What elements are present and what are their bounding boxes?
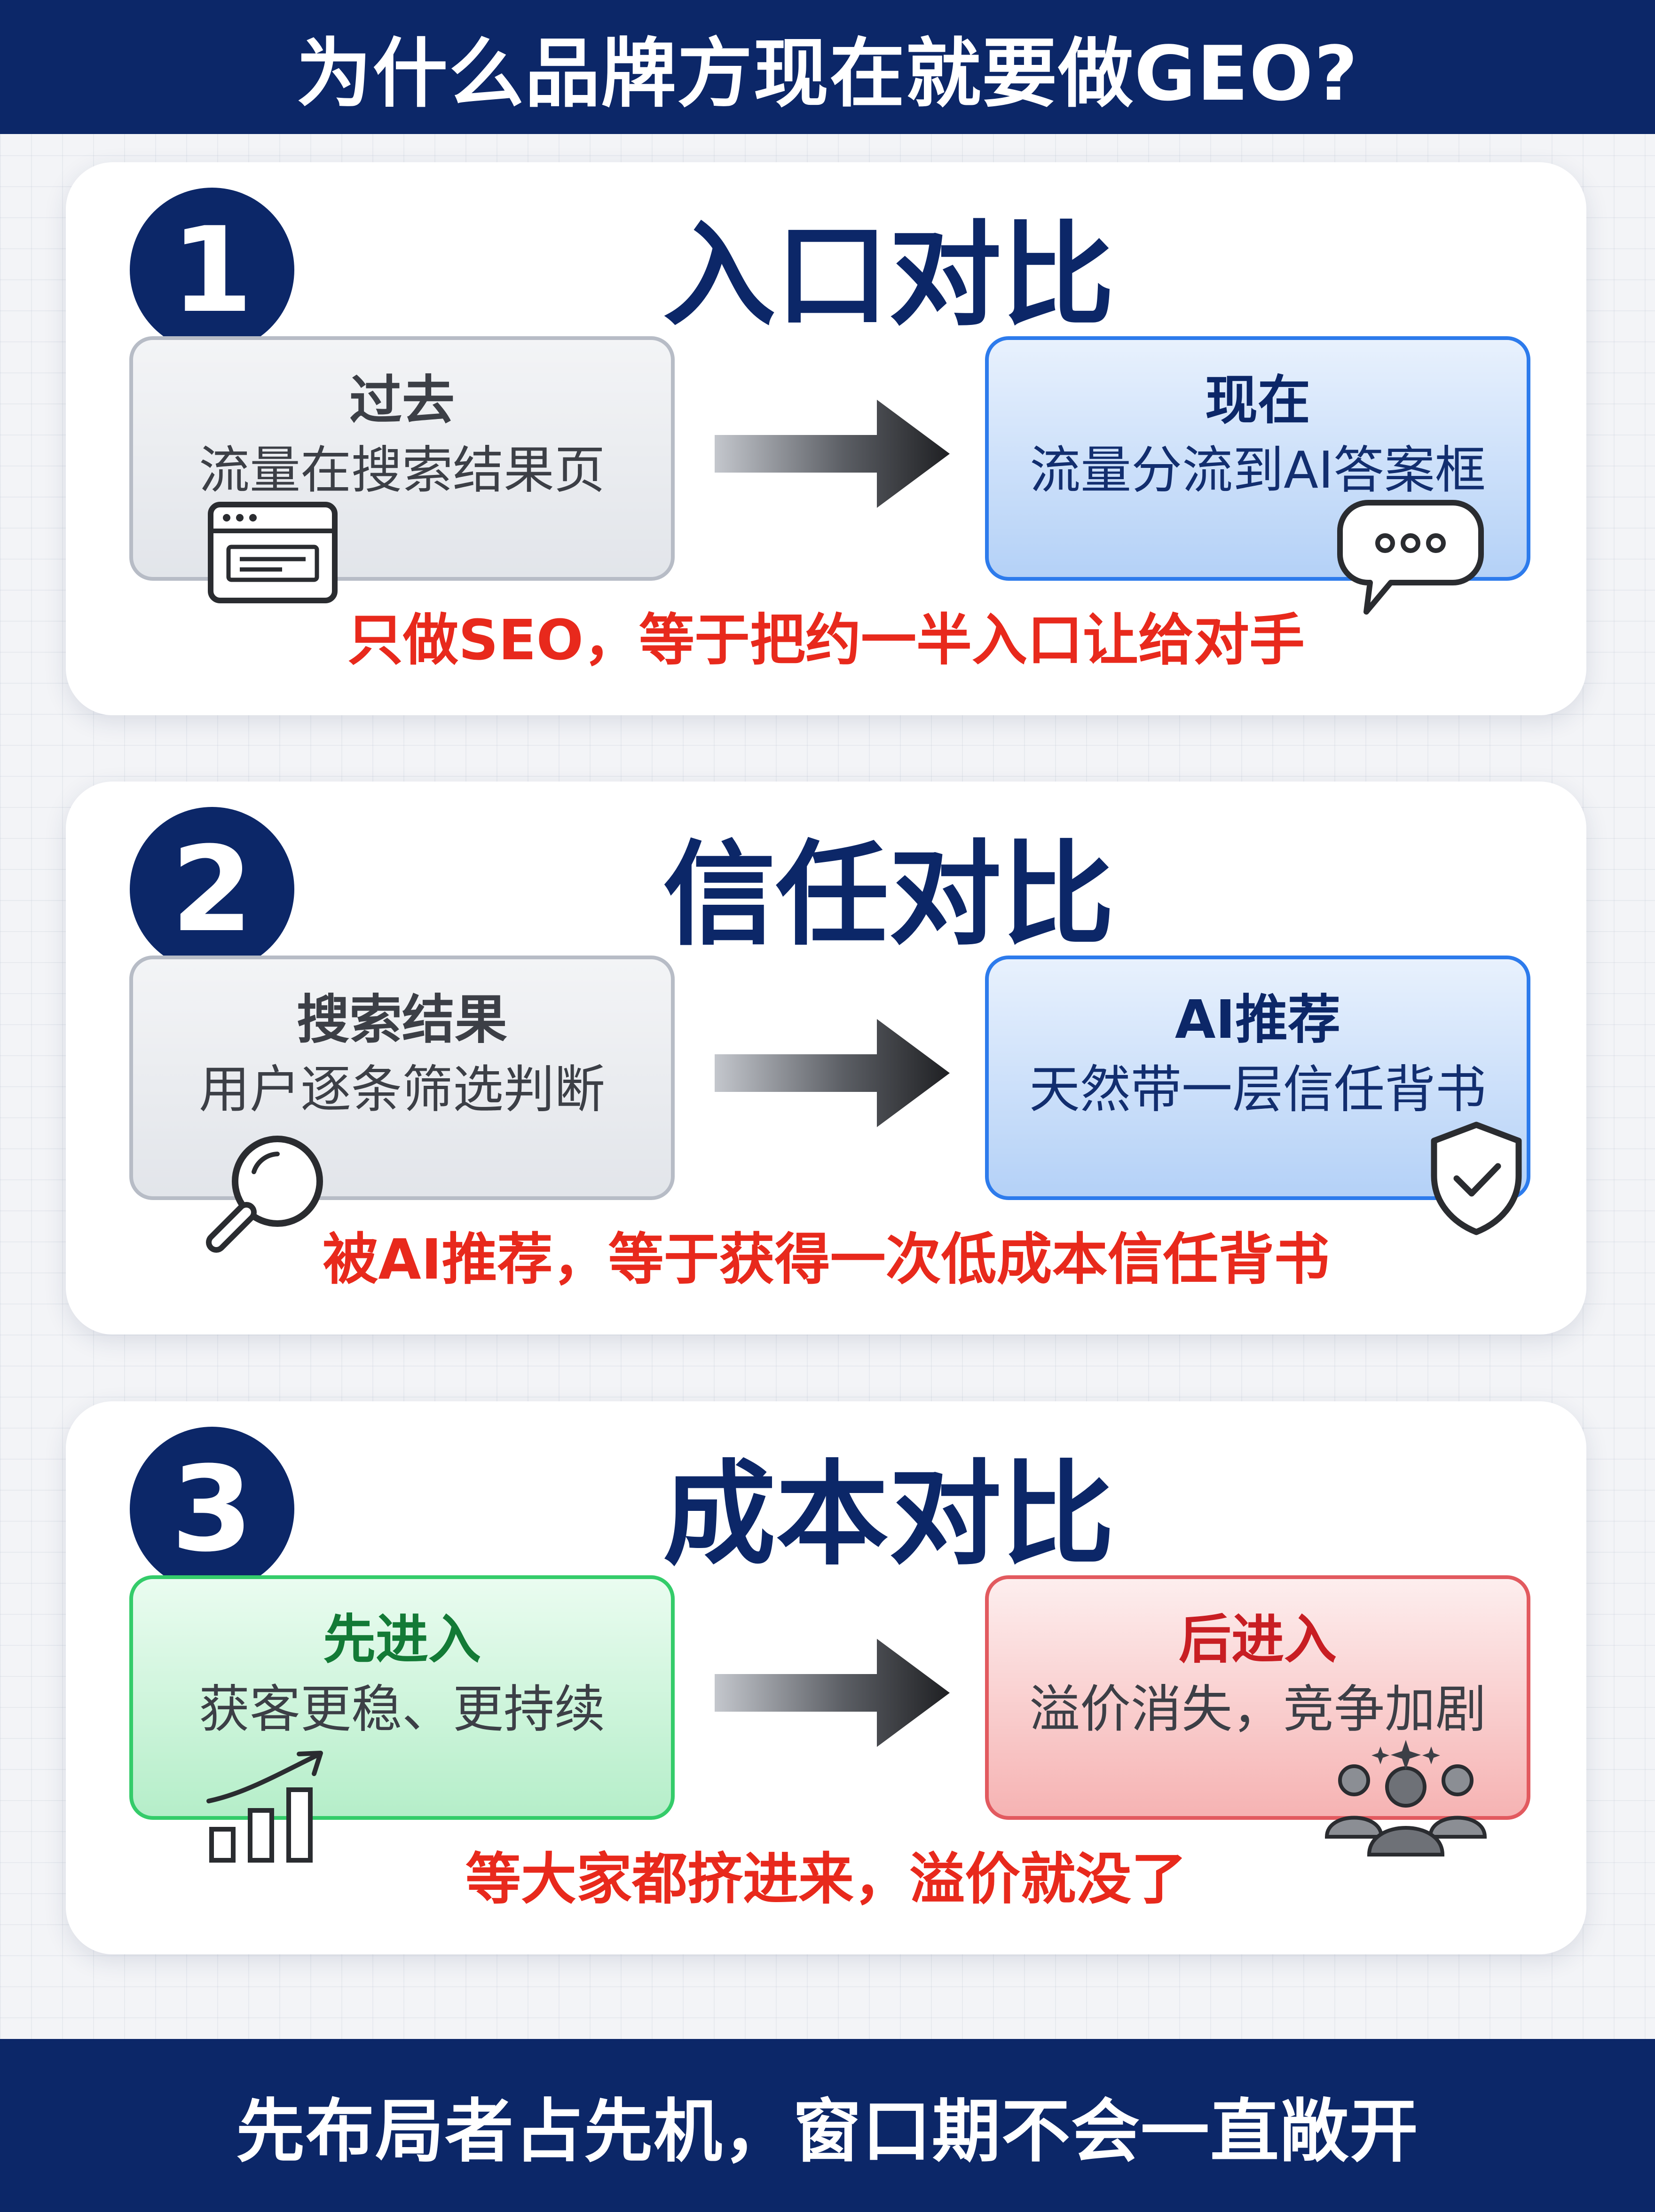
crowd-icon xyxy=(1324,1740,1487,1856)
arrow-right-icon xyxy=(715,1019,950,1127)
card-title: 现在 xyxy=(1205,370,1310,431)
growth-chart-icon xyxy=(206,1751,323,1863)
section-number-badge: 2 xyxy=(130,807,294,972)
card-description: 用户逐条筛选判断 xyxy=(198,1060,605,1119)
card-title: 搜索结果 xyxy=(297,989,507,1051)
early-entry-card: 先进入 获客更稳、更持续 xyxy=(129,1575,675,1820)
header-banner: 为什么品牌方现在就要做GEO? xyxy=(0,0,1655,134)
arrow-right-icon xyxy=(715,400,950,508)
search-results-card: 搜索结果 用户逐条筛选判断 xyxy=(129,956,675,1200)
card-description: 流量分流到AI答案框 xyxy=(1030,441,1486,500)
section-title: 入口对比 xyxy=(663,209,1115,341)
section-number-badge: 3 xyxy=(130,1427,294,1591)
section-note: 只做SEO，等于把约一半入口让给对手 xyxy=(347,608,1305,672)
card-title: AI推荐 xyxy=(1174,989,1341,1051)
section-trust-comparison: 2 信任对比 搜索结果 用户逐条筛选判断 AI推荐 天然带一层信任背书 被AI推… xyxy=(66,782,1586,1335)
section-entry-comparison: 1 入口对比 过去 流量在搜索结果页 现在 流量分流到AI答案框 只做SEO，等… xyxy=(66,162,1586,715)
card-description: 溢价消失，竞争加剧 xyxy=(1029,1680,1486,1739)
arrow-right-icon xyxy=(715,1639,950,1747)
section-number-badge: 1 xyxy=(130,188,294,352)
section-cost-comparison: 3 成本对比 先进入 获客更稳、更持续 后进入 溢价消失，竞争加剧 等大家都挤进 xyxy=(66,1401,1586,1954)
card-description: 流量在搜索结果页 xyxy=(198,441,605,500)
footer-text: 先布局者占先机，窗口期不会一直敞开 xyxy=(236,2091,1419,2172)
section-note: 等大家都挤进来，溢价就没了 xyxy=(465,1847,1187,1912)
section-title: 信任对比 xyxy=(663,829,1115,961)
chat-bubble-icon xyxy=(1337,500,1484,615)
magnifier-icon xyxy=(206,1136,323,1253)
section-title: 成本对比 xyxy=(663,1448,1115,1580)
card-description: 获客更稳、更持续 xyxy=(198,1680,605,1739)
card-title: 过去 xyxy=(349,370,455,431)
section-note: 被AI推荐，等于获得一次低成本信任背书 xyxy=(323,1227,1330,1292)
card-title: 后进入 xyxy=(1179,1609,1337,1670)
shield-check-icon xyxy=(1431,1122,1522,1235)
card-title: 先进入 xyxy=(323,1609,481,1670)
card-description: 天然带一层信任背书 xyxy=(1029,1060,1486,1119)
footer-banner: 先布局者占先机，窗口期不会一直敞开 xyxy=(0,2039,1655,2212)
late-entry-card: 后进入 溢价消失，竞争加剧 xyxy=(985,1575,1530,1820)
page-title: 为什么品牌方现在就要做GEO? xyxy=(296,29,1359,118)
browser-window-icon xyxy=(208,502,338,603)
